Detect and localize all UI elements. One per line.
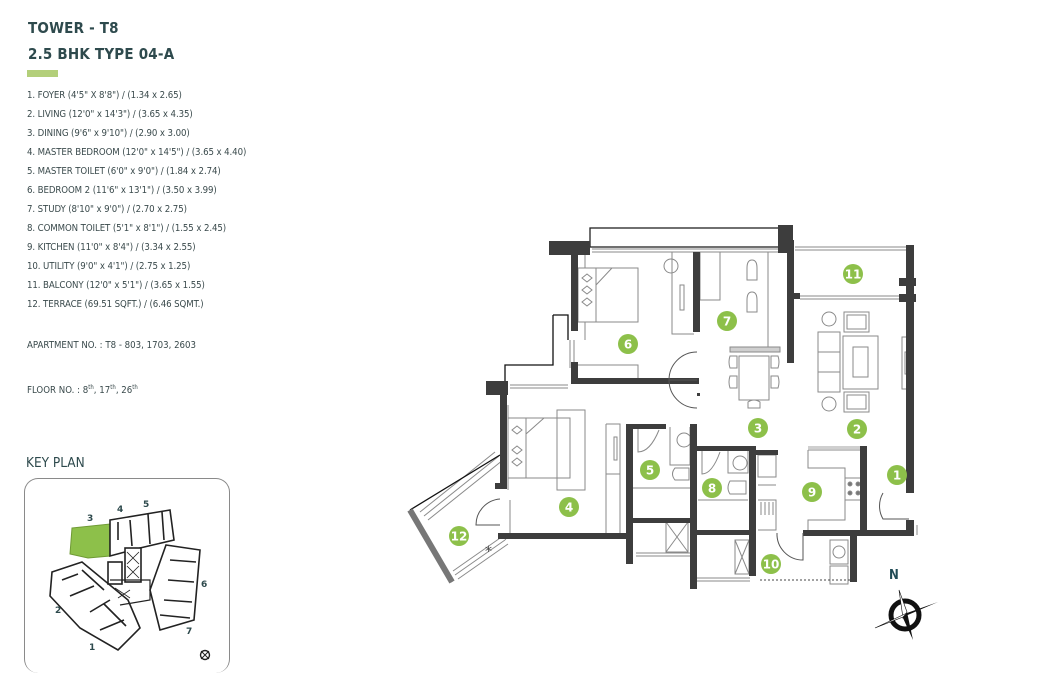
coffee-table bbox=[842, 335, 879, 390]
floor-8-suffix: th bbox=[88, 384, 94, 391]
bedroom-2-bed bbox=[577, 267, 639, 323]
svg-text:11: 11 bbox=[845, 268, 862, 282]
svg-text:6: 6 bbox=[624, 338, 632, 352]
room-item-balcony: 11. BALCONY (12'0" x 5'1") / (3.65 x 1.5… bbox=[27, 280, 205, 291]
dining-chairs bbox=[728, 355, 780, 409]
svg-text:4: 4 bbox=[565, 501, 573, 515]
room-marker-4: 4 bbox=[559, 497, 579, 517]
floor-17-suffix: th bbox=[110, 384, 116, 391]
compass-north-label: N bbox=[889, 568, 899, 583]
apartment-numbers: APARTMENT NO. : T8 - 803, 1703, 2603 bbox=[27, 340, 197, 351]
room-marker-6: 6 bbox=[618, 334, 638, 354]
room-marker-7: 7 bbox=[717, 311, 737, 331]
room-item-terrace: 12. TERRACE (69.51 SQFT.) / (6.46 SQMT.) bbox=[27, 299, 204, 310]
terrace-asterisk: * bbox=[485, 544, 492, 560]
room-item-kitchen: 9. KITCHEN (11'0" x 8'4") / (3.34 x 2.55… bbox=[27, 242, 196, 253]
room-item-living: 2. LIVING (12'0" x 14'3") / (3.65 x 4.35… bbox=[27, 109, 193, 120]
room-item-foyer: 1. FOYER (4'5" X 8'8") / (1.34 x 2.65) bbox=[27, 90, 182, 101]
svg-text:10: 10 bbox=[763, 558, 780, 572]
room-marker-1: 1 bbox=[887, 465, 907, 485]
room-item-bedroom-2: 6. BEDROOM 2 (11'6" x 13'1") / (3.50 x 3… bbox=[27, 185, 217, 196]
room-markers: 1 2 3 4 5 6 7 8 9 10 11 12 bbox=[449, 264, 907, 574]
room-item-utility: 10. UTILITY (9'0" x 4'1") / (2.75 x 1.25… bbox=[27, 261, 191, 272]
floor-17: 17 bbox=[99, 385, 111, 397]
tower-title: TOWER - T8 bbox=[28, 19, 119, 37]
room-schedule-list: 1. FOYER (4'5" X 8'8") / (1.34 x 2.65) 2… bbox=[27, 86, 246, 314]
floor-26-suffix: th bbox=[132, 384, 138, 391]
dining-table bbox=[738, 355, 770, 401]
room-marker-3: 3 bbox=[748, 418, 768, 438]
master-bed bbox=[507, 417, 571, 479]
room-item-common-toilet: 8. COMMON TOILET (5'1" x 8'1") / (1.55 x… bbox=[27, 223, 227, 234]
svg-text:3: 3 bbox=[754, 422, 762, 436]
svg-text:7: 7 bbox=[723, 315, 731, 329]
floor-numbers: FLOOR NO. : 8th, 17th, 26th bbox=[27, 384, 138, 397]
svg-text:9: 9 bbox=[808, 486, 816, 500]
room-item-study: 7. STUDY (8'10" x 9'0") / (2.70 x 2.75) bbox=[27, 204, 187, 215]
terrace-parapet bbox=[407, 508, 455, 584]
svg-text:1: 1 bbox=[893, 469, 901, 483]
compass-rose-icon bbox=[874, 589, 938, 640]
unit-type-title: 2.5 BHK TYPE 04-A bbox=[28, 45, 175, 63]
key-plan-frame bbox=[24, 478, 230, 673]
svg-text:12: 12 bbox=[451, 530, 468, 544]
room-marker-9: 9 bbox=[802, 482, 822, 502]
floor-8: 8 bbox=[82, 385, 89, 397]
room-item-dining: 3. DINING (9'6" x 9'10") / (2.90 x 3.00) bbox=[27, 128, 190, 139]
svg-text:5: 5 bbox=[646, 464, 654, 478]
walls bbox=[486, 225, 916, 589]
top-ledge bbox=[589, 227, 781, 248]
room-marker-10: 10 bbox=[761, 554, 781, 574]
room-marker-12: 12 bbox=[449, 526, 469, 546]
room-marker-2: 2 bbox=[847, 419, 867, 439]
svg-text:8: 8 bbox=[708, 482, 716, 496]
room-marker-11: 11 bbox=[843, 264, 863, 284]
room-marker-8: 8 bbox=[702, 478, 722, 498]
room-item-master-toilet: 5. MASTER TOILET (6'0" x 9'0") / (1.84 x… bbox=[27, 166, 221, 177]
accent-bar bbox=[27, 70, 58, 77]
floor-prefix: FLOOR NO. : bbox=[27, 385, 83, 397]
floor-26: 26 bbox=[121, 385, 133, 397]
room-marker-5: 5 bbox=[640, 460, 660, 480]
key-plan-title: KEY PLAN bbox=[26, 455, 85, 471]
room-item-master-bedroom: 4. MASTER BEDROOM (12'0" x 14'5") / (3.6… bbox=[27, 147, 247, 158]
sofa bbox=[817, 331, 841, 393]
svg-text:2: 2 bbox=[853, 423, 861, 437]
